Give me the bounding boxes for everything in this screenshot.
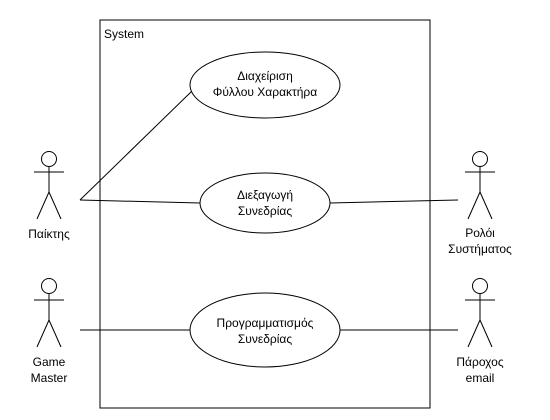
actor-stick-figure-icon [465,151,495,220]
use-case-conduct-session[interactable]: Διεξαγωγή Συνεδρίας [199,172,331,234]
use-case-ellipse [199,172,331,234]
actor-label-line1: Πάροχος [456,355,503,369]
actor-label-line1: Game [33,355,66,369]
actor-system-clock[interactable]: Ρολόι Συστήματος [448,151,512,257]
association-player-uc2 [79,199,201,204]
association-uc2-clock [329,199,459,204]
actor-email-provider[interactable]: Πάροχος email [456,278,504,386]
actor-stick-figure-icon [34,151,64,220]
use-case-ellipse [189,51,341,119]
actor-label-line2: Master [31,371,68,385]
association-player-uc1 [79,90,193,201]
actor-label: Παίκτης [28,227,70,241]
actor-label-line2: email [466,371,495,385]
use-case-manage-character-sheet[interactable]: Διαχείριση Φύλλου Χαρακτήρα [189,51,341,119]
use-case-schedule-session[interactable]: Προγραμματισμός Συνεδρίας [189,292,341,368]
use-case-label-line1: Προγραμματισμός [217,316,314,330]
actor-stick-figure-icon [34,278,64,348]
system-label: System [104,27,144,41]
actor-stick-figure-icon [465,278,495,348]
use-case-ellipse [189,292,341,368]
use-case-label-line2: Συνεδρίας [238,204,292,218]
use-case-label-line2: Συνεδρίας [238,332,292,346]
actor-label-line1: Ρολόι [465,226,495,240]
use-case-label-line1: Διεξαγωγή [237,188,293,202]
use-case-label-line1: Διαχείριση [237,69,293,83]
use-case-label-line2: Φύλλου Χαρακτήρα [213,85,317,99]
actor-label-line2: Συστήματος [448,242,512,256]
actor-game-master[interactable]: Game Master [31,278,68,386]
actor-player[interactable]: Παίκτης [28,151,70,242]
